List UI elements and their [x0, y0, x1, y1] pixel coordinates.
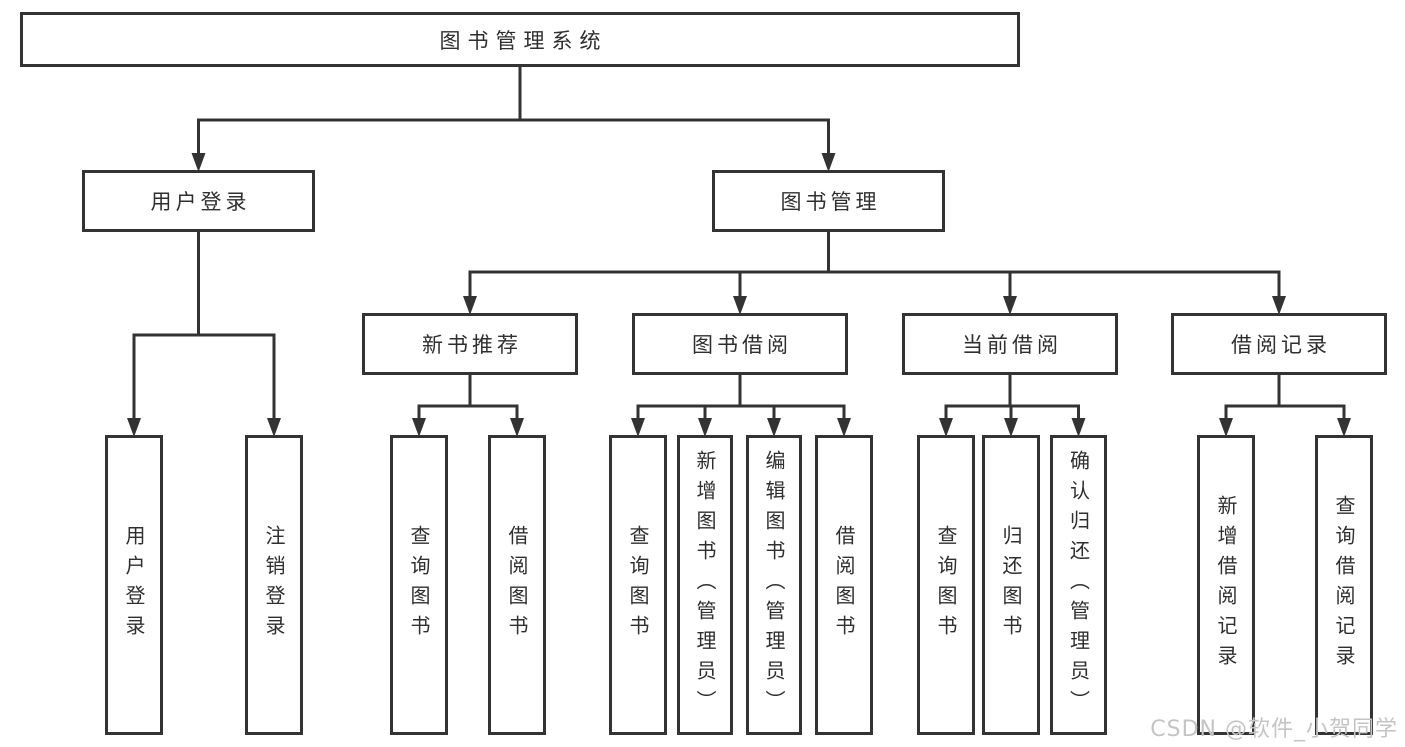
node-label-login-logout: 注销登录	[262, 525, 286, 645]
arrowhead-icon	[837, 418, 851, 437]
node-label-cur-confirm: 确认归还（管理员）	[1066, 450, 1091, 720]
arrowhead-icon	[631, 418, 645, 437]
node-box-cur-return: 归还图书	[982, 435, 1040, 735]
node-label-rec-query: 查询图书	[407, 525, 431, 645]
node-box-login-user: 用户登录	[105, 435, 163, 735]
node-label-record: 借阅记录	[1231, 333, 1331, 357]
arrowhead-icon	[1003, 296, 1017, 315]
node-box-bor-edit: 编辑图书（管理员）	[746, 435, 802, 735]
arrowhead-icon	[510, 418, 524, 437]
node-box-bor-add: 新增图书（管理员）	[677, 435, 733, 735]
node-label-cur-query: 查询图书	[934, 525, 958, 645]
node-label-recommend: 新书推荐	[422, 333, 522, 357]
arrowhead-icon	[767, 418, 781, 437]
node-box-record: 借阅记录	[1171, 313, 1387, 375]
arrowhead-icon	[412, 418, 426, 437]
arrowhead-icon	[127, 418, 141, 437]
node-box-mgmt: 图书管理	[712, 170, 945, 232]
node-label-cur-return: 归还图书	[999, 525, 1023, 645]
node-label-login: 用户登录	[150, 190, 251, 214]
arrowhead-icon	[1004, 418, 1018, 437]
node-label-bor-query: 查询图书	[626, 525, 650, 645]
node-box-login: 用户登录	[82, 170, 315, 232]
arrowhead-icon	[939, 418, 953, 437]
node-label-bor-borrow: 借阅图书	[832, 525, 856, 645]
arrowhead-icon	[463, 296, 477, 315]
node-box-login-logout: 注销登录	[245, 435, 303, 735]
node-box-brec-add: 新增借阅记录	[1197, 435, 1255, 735]
arrowhead-icon	[1272, 296, 1286, 315]
node-label-current: 当前借阅	[962, 333, 1062, 357]
node-box-root: 图书管理系统	[20, 12, 1020, 67]
node-label-login-user: 用户登录	[122, 525, 146, 645]
arrowhead-icon	[267, 418, 281, 437]
node-label-brec-query: 查询借阅记录	[1332, 495, 1356, 675]
node-box-rec-borrow: 借阅图书	[488, 435, 546, 735]
node-label-rec-borrow: 借阅图书	[505, 525, 529, 645]
arrowhead-icon	[191, 153, 206, 172]
arrowhead-icon	[733, 296, 747, 315]
node-label-bor-add: 新增图书（管理员）	[693, 450, 717, 720]
node-box-bor-query: 查询图书	[609, 435, 667, 735]
arrowhead-icon	[1337, 418, 1351, 437]
node-box-current: 当前借阅	[902, 313, 1118, 375]
arrowhead-icon	[698, 418, 712, 437]
node-box-cur-confirm: 确认归还（管理员）	[1050, 435, 1107, 735]
arrowhead-icon	[1071, 418, 1086, 437]
node-box-borrow: 图书借阅	[632, 313, 848, 375]
node-label-bor-edit: 编辑图书（管理员）	[762, 450, 786, 720]
node-box-cur-query: 查询图书	[917, 435, 975, 735]
node-box-bor-borrow: 借阅图书	[815, 435, 873, 735]
node-box-recommend: 新书推荐	[362, 313, 578, 375]
node-box-rec-query: 查询图书	[390, 435, 448, 735]
node-label-mgmt: 图书管理	[780, 190, 881, 214]
node-label-borrow: 图书借阅	[692, 333, 792, 357]
node-label-brec-add: 新增借阅记录	[1214, 495, 1238, 675]
node-label-root: 图书管理系统	[439, 28, 608, 53]
node-box-brec-query: 查询借阅记录	[1315, 435, 1373, 735]
arrowhead-icon	[821, 153, 836, 172]
arrowhead-icon	[1219, 418, 1233, 437]
